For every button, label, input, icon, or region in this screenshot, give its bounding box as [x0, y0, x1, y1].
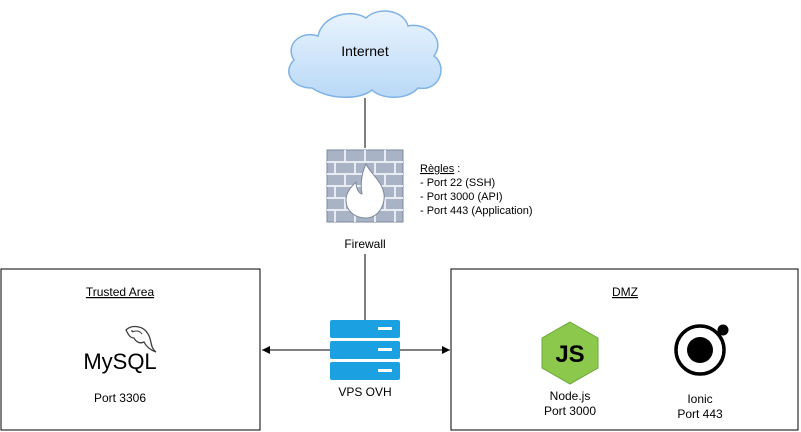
nodejs-name-label: Node.js	[550, 389, 591, 403]
rules-separator: :	[454, 163, 460, 175]
ionic-port-label: Port 443	[677, 407, 723, 421]
firewall-label: Firewall	[344, 237, 385, 251]
nodejs-port-label: Port 3000	[544, 404, 596, 418]
ionic-logo-icon	[674, 324, 729, 376]
rules-title: Règles	[420, 163, 455, 175]
mysql-port-label: Port 3306	[94, 391, 146, 405]
vps-label: VPS OVH	[338, 385, 391, 399]
trusted-area-title: Trusted Area	[86, 285, 155, 299]
nodejs-logo-text: JS	[555, 341, 584, 368]
ionic-name-label: Ionic	[687, 392, 712, 406]
dmz-box	[450, 268, 799, 431]
rule-item: - Port 3000 (API)	[420, 191, 503, 203]
firewall-icon	[326, 149, 404, 223]
rule-item: - Port 443 (Application)	[420, 205, 533, 217]
internet-label: Internet	[341, 43, 389, 59]
nodejs-logo-icon	[541, 321, 599, 385]
mysql-logo-text: MySQL	[83, 349, 156, 374]
rule-item: - Port 22 (SSH)	[420, 177, 495, 189]
dmz-title: DMZ	[612, 285, 638, 299]
internet-cloud-icon	[288, 10, 442, 98]
rules-heading: Règles :	[420, 163, 460, 175]
firewall-rules: Règles : - Port 22 (SSH) - Port 3000 (AP…	[420, 163, 533, 217]
trusted-area-box	[0, 268, 261, 431]
vps-server-icon	[330, 320, 400, 380]
mysql-logo-icon	[125, 325, 157, 353]
